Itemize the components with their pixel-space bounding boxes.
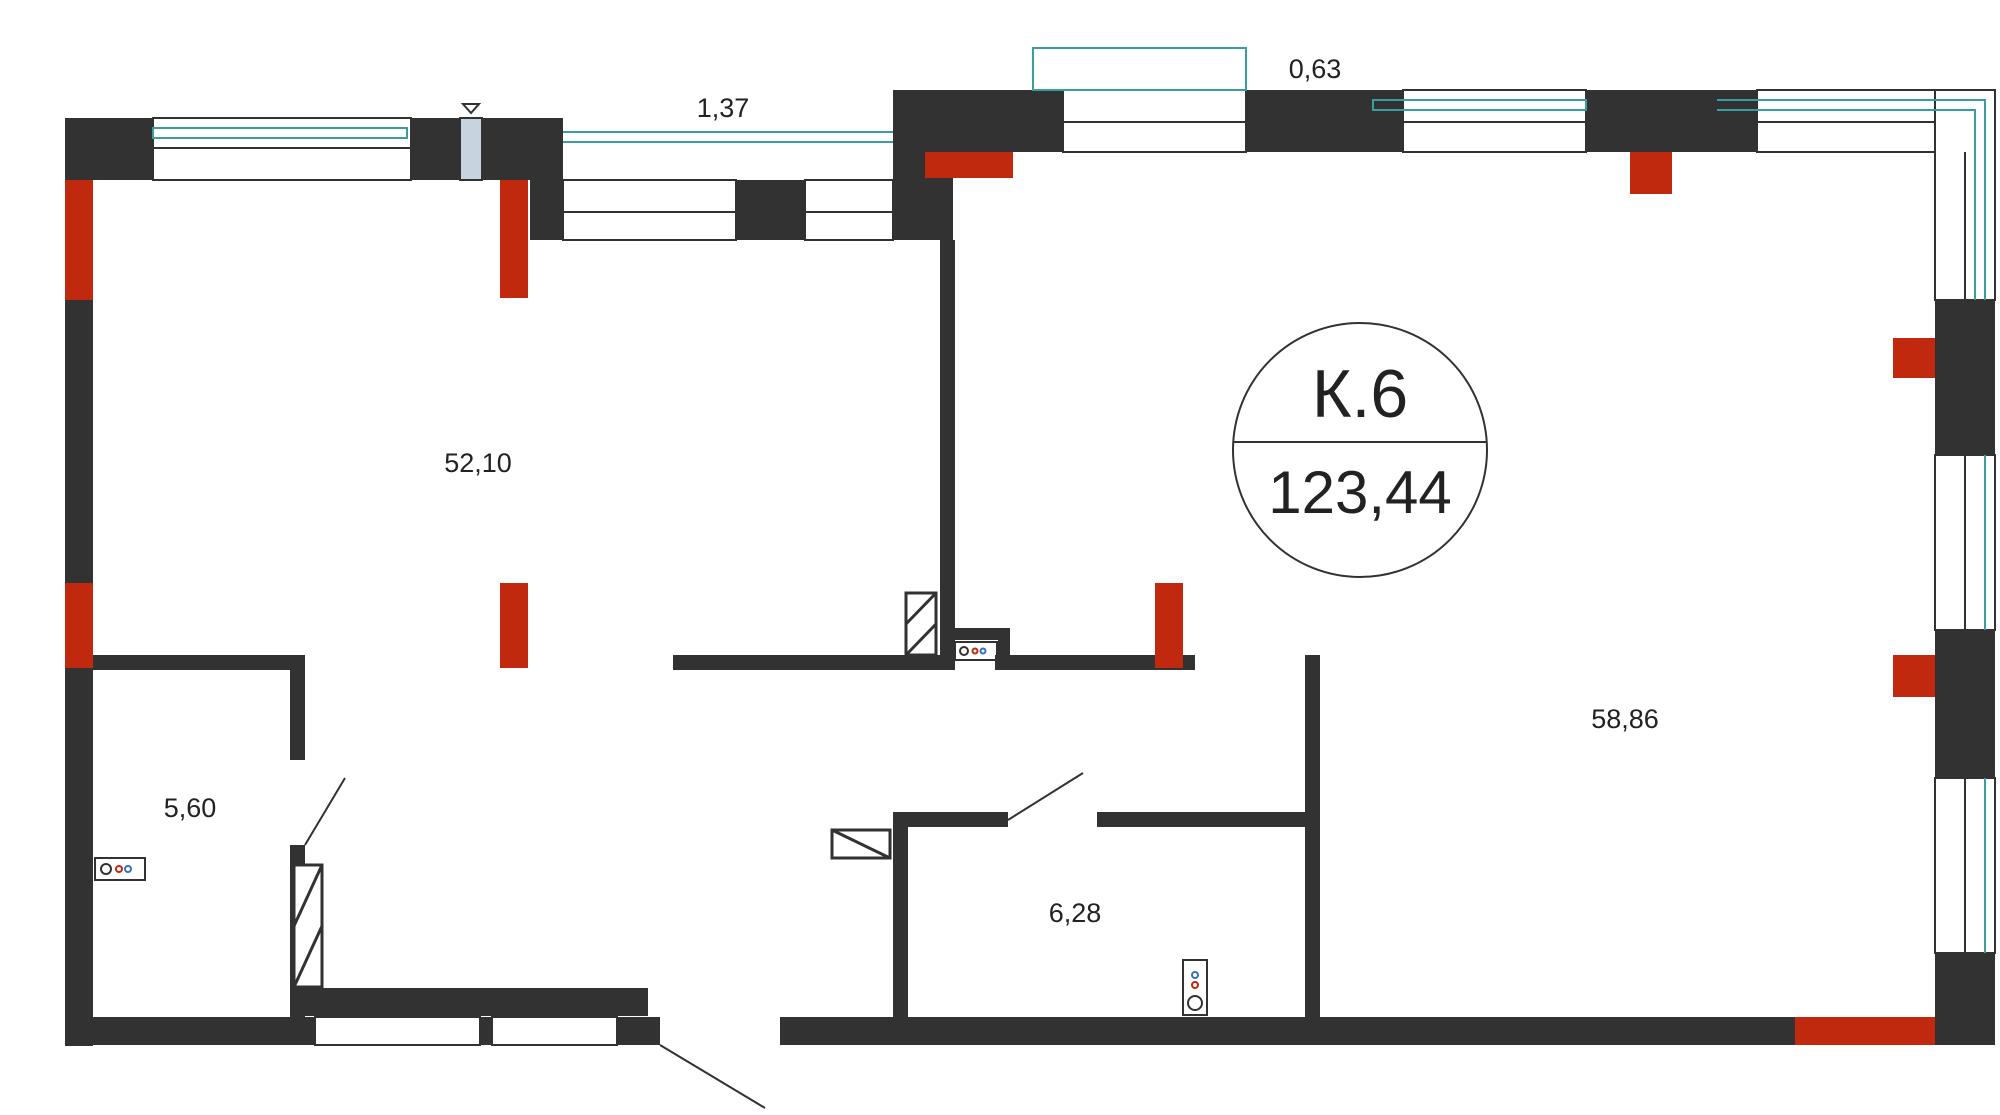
door-swing-bath-center (1007, 772, 1084, 821)
balcony-right-glazing (1032, 47, 1247, 91)
column-bottom-right (1795, 1017, 1935, 1045)
ventilation-shaft-diagonal (831, 828, 891, 860)
balcony-area-right: 0,63 (1289, 54, 1342, 84)
column-top-center-right (1630, 152, 1672, 194)
columns (65, 152, 1935, 1045)
balcony-corner-glazing (1717, 99, 1986, 300)
column-top-center-left (925, 152, 1013, 178)
balcony-glazing (152, 47, 1986, 953)
room-area-living-left: 52,10 (444, 448, 512, 478)
door-swing-bath-left (304, 777, 346, 846)
room-area-bathroom-center: 6,28 (1049, 898, 1102, 928)
ventilation-shafts (292, 591, 938, 989)
apartment-badge: К.6 123,44 (1232, 322, 1488, 578)
room-area-living-right: 58,86 (1591, 704, 1659, 734)
fixtures (94, 641, 1208, 1016)
column-left-mid (65, 583, 93, 668)
balcony-corner-glazing (1717, 109, 1976, 300)
wall-bath-left-top (93, 655, 305, 670)
ventilation-shaft-diagonal (292, 864, 324, 927)
wall-bath-center-top-right (1097, 812, 1320, 827)
wall-center-vertical (940, 240, 955, 668)
ventilation-shaft-icon (292, 863, 324, 989)
wall-utility-notch (955, 628, 1010, 640)
balcony-left-glazing (152, 127, 408, 139)
wall-bottom-right (780, 1017, 1995, 1045)
riser-icon (459, 117, 483, 181)
column-right-top (1893, 338, 1935, 378)
column-left-top (65, 180, 93, 300)
wall-utility-notch-side (998, 628, 1010, 668)
riser (459, 103, 483, 181)
wall-bath-center-left (893, 812, 908, 1017)
apartment-badge-circle (1232, 322, 1488, 578)
wall-horizontal-mid-right (995, 655, 1195, 670)
window-bottom-2 (491, 1016, 618, 1046)
balcony-area-left: 1,37 (697, 93, 750, 123)
door-swing-entrance (659, 1044, 766, 1109)
toilet-icon (1182, 959, 1208, 1016)
apartment-total-area: 123,44 (1268, 459, 1452, 526)
ventilation-shaft-icon (904, 591, 938, 657)
ventilation-shaft-diagonal (904, 622, 938, 657)
door-swings (304, 772, 1084, 1109)
walls (65, 90, 1995, 1046)
washbasin-icon (954, 641, 998, 661)
room-area-bathroom-left: 5,60 (164, 793, 217, 823)
washbasin-icon (94, 857, 146, 881)
column-top-inner (500, 180, 528, 298)
ventilation-shaft-diagonal (292, 925, 324, 988)
wall-bath-center-top-left (893, 812, 1008, 827)
window-corridor-2 (804, 179, 894, 241)
column-right-mid (1893, 655, 1935, 697)
riser-marker-icon (460, 103, 482, 115)
apartment-code: К.6 (1312, 356, 1408, 432)
window-corridor-1 (562, 179, 737, 241)
wall-bottom-step (640, 1017, 660, 1045)
ventilation-shaft-diagonal (904, 591, 938, 626)
wall-kitchen-bottom (290, 988, 648, 1016)
window-bottom-1 (314, 1016, 481, 1046)
wall-horizontal-mid (673, 655, 955, 670)
wall-bath-center-right (1305, 655, 1320, 1017)
balcony-right-glazing-2 (1372, 99, 1587, 111)
window-sashes (153, 121, 1966, 953)
column-center-left (500, 583, 528, 668)
wall-bath-left-side (290, 655, 305, 760)
column-center-right (1155, 583, 1183, 668)
